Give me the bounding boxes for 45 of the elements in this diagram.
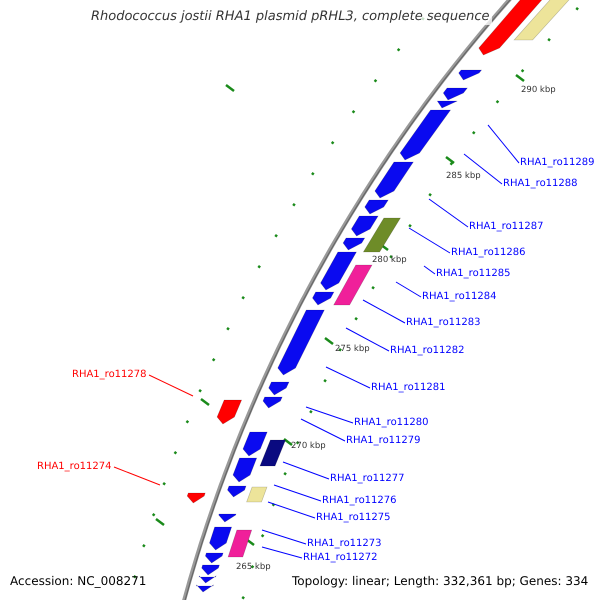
leader-line bbox=[396, 282, 422, 298]
scale-label: 285 kbp bbox=[446, 170, 481, 182]
leader-line bbox=[282, 462, 330, 480]
gene-label: RHA1_ro11282 bbox=[390, 345, 464, 357]
gene-label: RHA1_ro11286 bbox=[451, 247, 526, 259]
scale-label: 290 kbp bbox=[521, 84, 556, 96]
leader-line bbox=[488, 124, 520, 164]
gene-label: RHA1_ro11277 bbox=[330, 473, 404, 485]
leader-line bbox=[300, 418, 346, 442]
gene-label: RHA1_ro11273 bbox=[307, 538, 382, 550]
gene-label: RHA1_ro11281 bbox=[371, 382, 446, 394]
footer-text: Topology: linear; Length: 332,361 bp; Genes: 334 bbox=[292, 574, 588, 588]
scale-label: 270 kbp bbox=[291, 440, 326, 452]
gene-label: RHA1_ro11285 bbox=[436, 268, 510, 280]
gene-label: RHA1_ro11274 bbox=[37, 461, 112, 473]
gene-label: RHA1_ro11288 bbox=[503, 178, 578, 190]
leader-line bbox=[326, 366, 370, 388]
leader-line bbox=[362, 300, 406, 324]
leader-line bbox=[428, 198, 468, 228]
leader-line bbox=[346, 328, 390, 352]
scale-label: 280 kbp bbox=[372, 254, 407, 266]
leader-line bbox=[148, 374, 194, 396]
footer-text: Accession: NC_008271 bbox=[10, 574, 146, 588]
leader-line bbox=[262, 546, 302, 558]
leader-line bbox=[424, 266, 436, 274]
gene-label: RHA1_ro11284 bbox=[422, 291, 496, 303]
gene-label: RHA1_ro11278 bbox=[72, 369, 146, 381]
gene-label: RHA1_ro11280 bbox=[354, 417, 428, 429]
leader-line bbox=[114, 466, 160, 486]
gene-label: RHA1_ro11289 bbox=[520, 157, 594, 169]
leader-line bbox=[268, 502, 316, 518]
leader-line bbox=[408, 228, 450, 254]
gene-label: RHA1_ro11287 bbox=[469, 221, 544, 233]
gene-label: RHA1_ro11279 bbox=[346, 435, 420, 447]
gene-label: RHA1_ro11272 bbox=[303, 552, 378, 564]
leader-line bbox=[262, 530, 306, 544]
leader-line bbox=[306, 406, 354, 424]
scale-label: 265 kbp bbox=[236, 561, 271, 573]
gene-label: RHA1_ro11283 bbox=[406, 317, 480, 329]
leader-line bbox=[464, 154, 502, 184]
gene-label: RHA1_ro11275 bbox=[316, 512, 390, 524]
gene-label: RHA1_ro11276 bbox=[322, 495, 396, 507]
scale-label: 275 kbp bbox=[335, 343, 370, 355]
map-title: Rhodococcus jostii RHA1 plasmid pRHL3, complete sequence bbox=[88, 8, 492, 25]
leader-line bbox=[274, 484, 322, 502]
